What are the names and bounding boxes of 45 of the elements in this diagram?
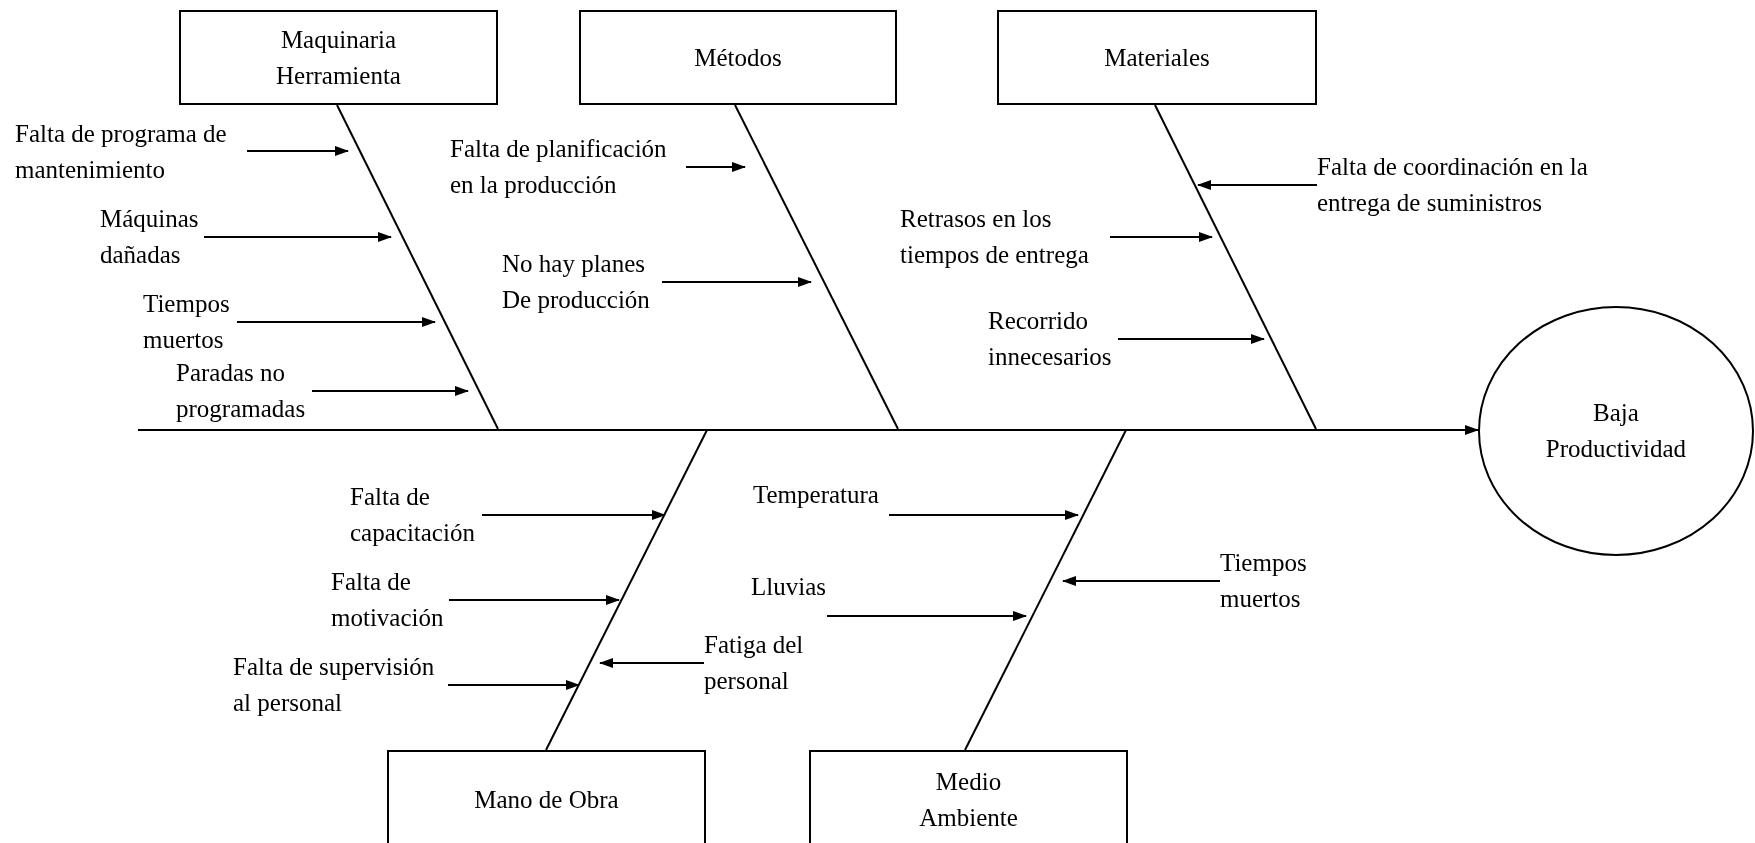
cause-arrow [447, 680, 580, 690]
category-box: Mano de Obra [387, 750, 706, 843]
cause-arrow [1062, 576, 1221, 586]
category-box: Métodos [579, 10, 897, 105]
cause-arrow [246, 146, 349, 156]
cause-label: Retrasos en los tiempos de entrega [900, 201, 1110, 273]
cause-label: Tiempos muertos [1220, 545, 1314, 617]
cause-arrow [481, 510, 666, 520]
cause-label: No hay planes De producción [502, 246, 662, 318]
cause-label: Falta de coordinación en la entrega de suministros [1317, 149, 1617, 221]
effect-ellipse [1478, 306, 1754, 556]
bone-line [734, 104, 899, 430]
cause-label: Temperatura [753, 477, 889, 513]
cause-label: Lluvias [751, 569, 827, 605]
bone-line [1154, 104, 1317, 430]
cause-arrow [236, 317, 436, 327]
category-box: Medio Ambiente [809, 750, 1128, 843]
cause-arrow [888, 510, 1079, 520]
spine-arrow [137, 425, 1479, 435]
cause-label: Falta de motivación [331, 564, 449, 636]
cause-arrow [599, 658, 705, 668]
cause-label: Tiempos muertos [143, 286, 237, 358]
category-box: Maquinaria Herramienta [179, 10, 498, 105]
cause-arrow [448, 595, 620, 605]
effect-label: Baja Productividad [1544, 398, 1688, 464]
cause-arrow [685, 162, 746, 172]
bone-line [964, 429, 1127, 751]
cause-arrow [826, 611, 1027, 621]
cause-label: Máquinas dañadas [100, 201, 204, 273]
cause-label: Fatiga del personal [704, 627, 808, 699]
cause-label: Falta de supervisión al personal [233, 649, 448, 721]
cause-label: Falta de capacitación [350, 479, 482, 551]
cause-label: Falta de programa de mantenimiento [15, 116, 247, 188]
cause-arrow [1117, 334, 1265, 344]
cause-label: Falta de planificación en la producción [450, 131, 686, 203]
bone-line [336, 104, 499, 430]
cause-label: Paradas no programadas [176, 355, 312, 427]
category-box: Materiales [997, 10, 1317, 105]
cause-arrow [661, 277, 812, 287]
cause-arrow [311, 386, 469, 396]
cause-arrow [203, 232, 392, 242]
bone-line [545, 429, 708, 751]
cause-arrow [1197, 180, 1318, 190]
cause-label: Recorrido innecesarios [988, 303, 1118, 375]
cause-arrow [1109, 232, 1213, 242]
